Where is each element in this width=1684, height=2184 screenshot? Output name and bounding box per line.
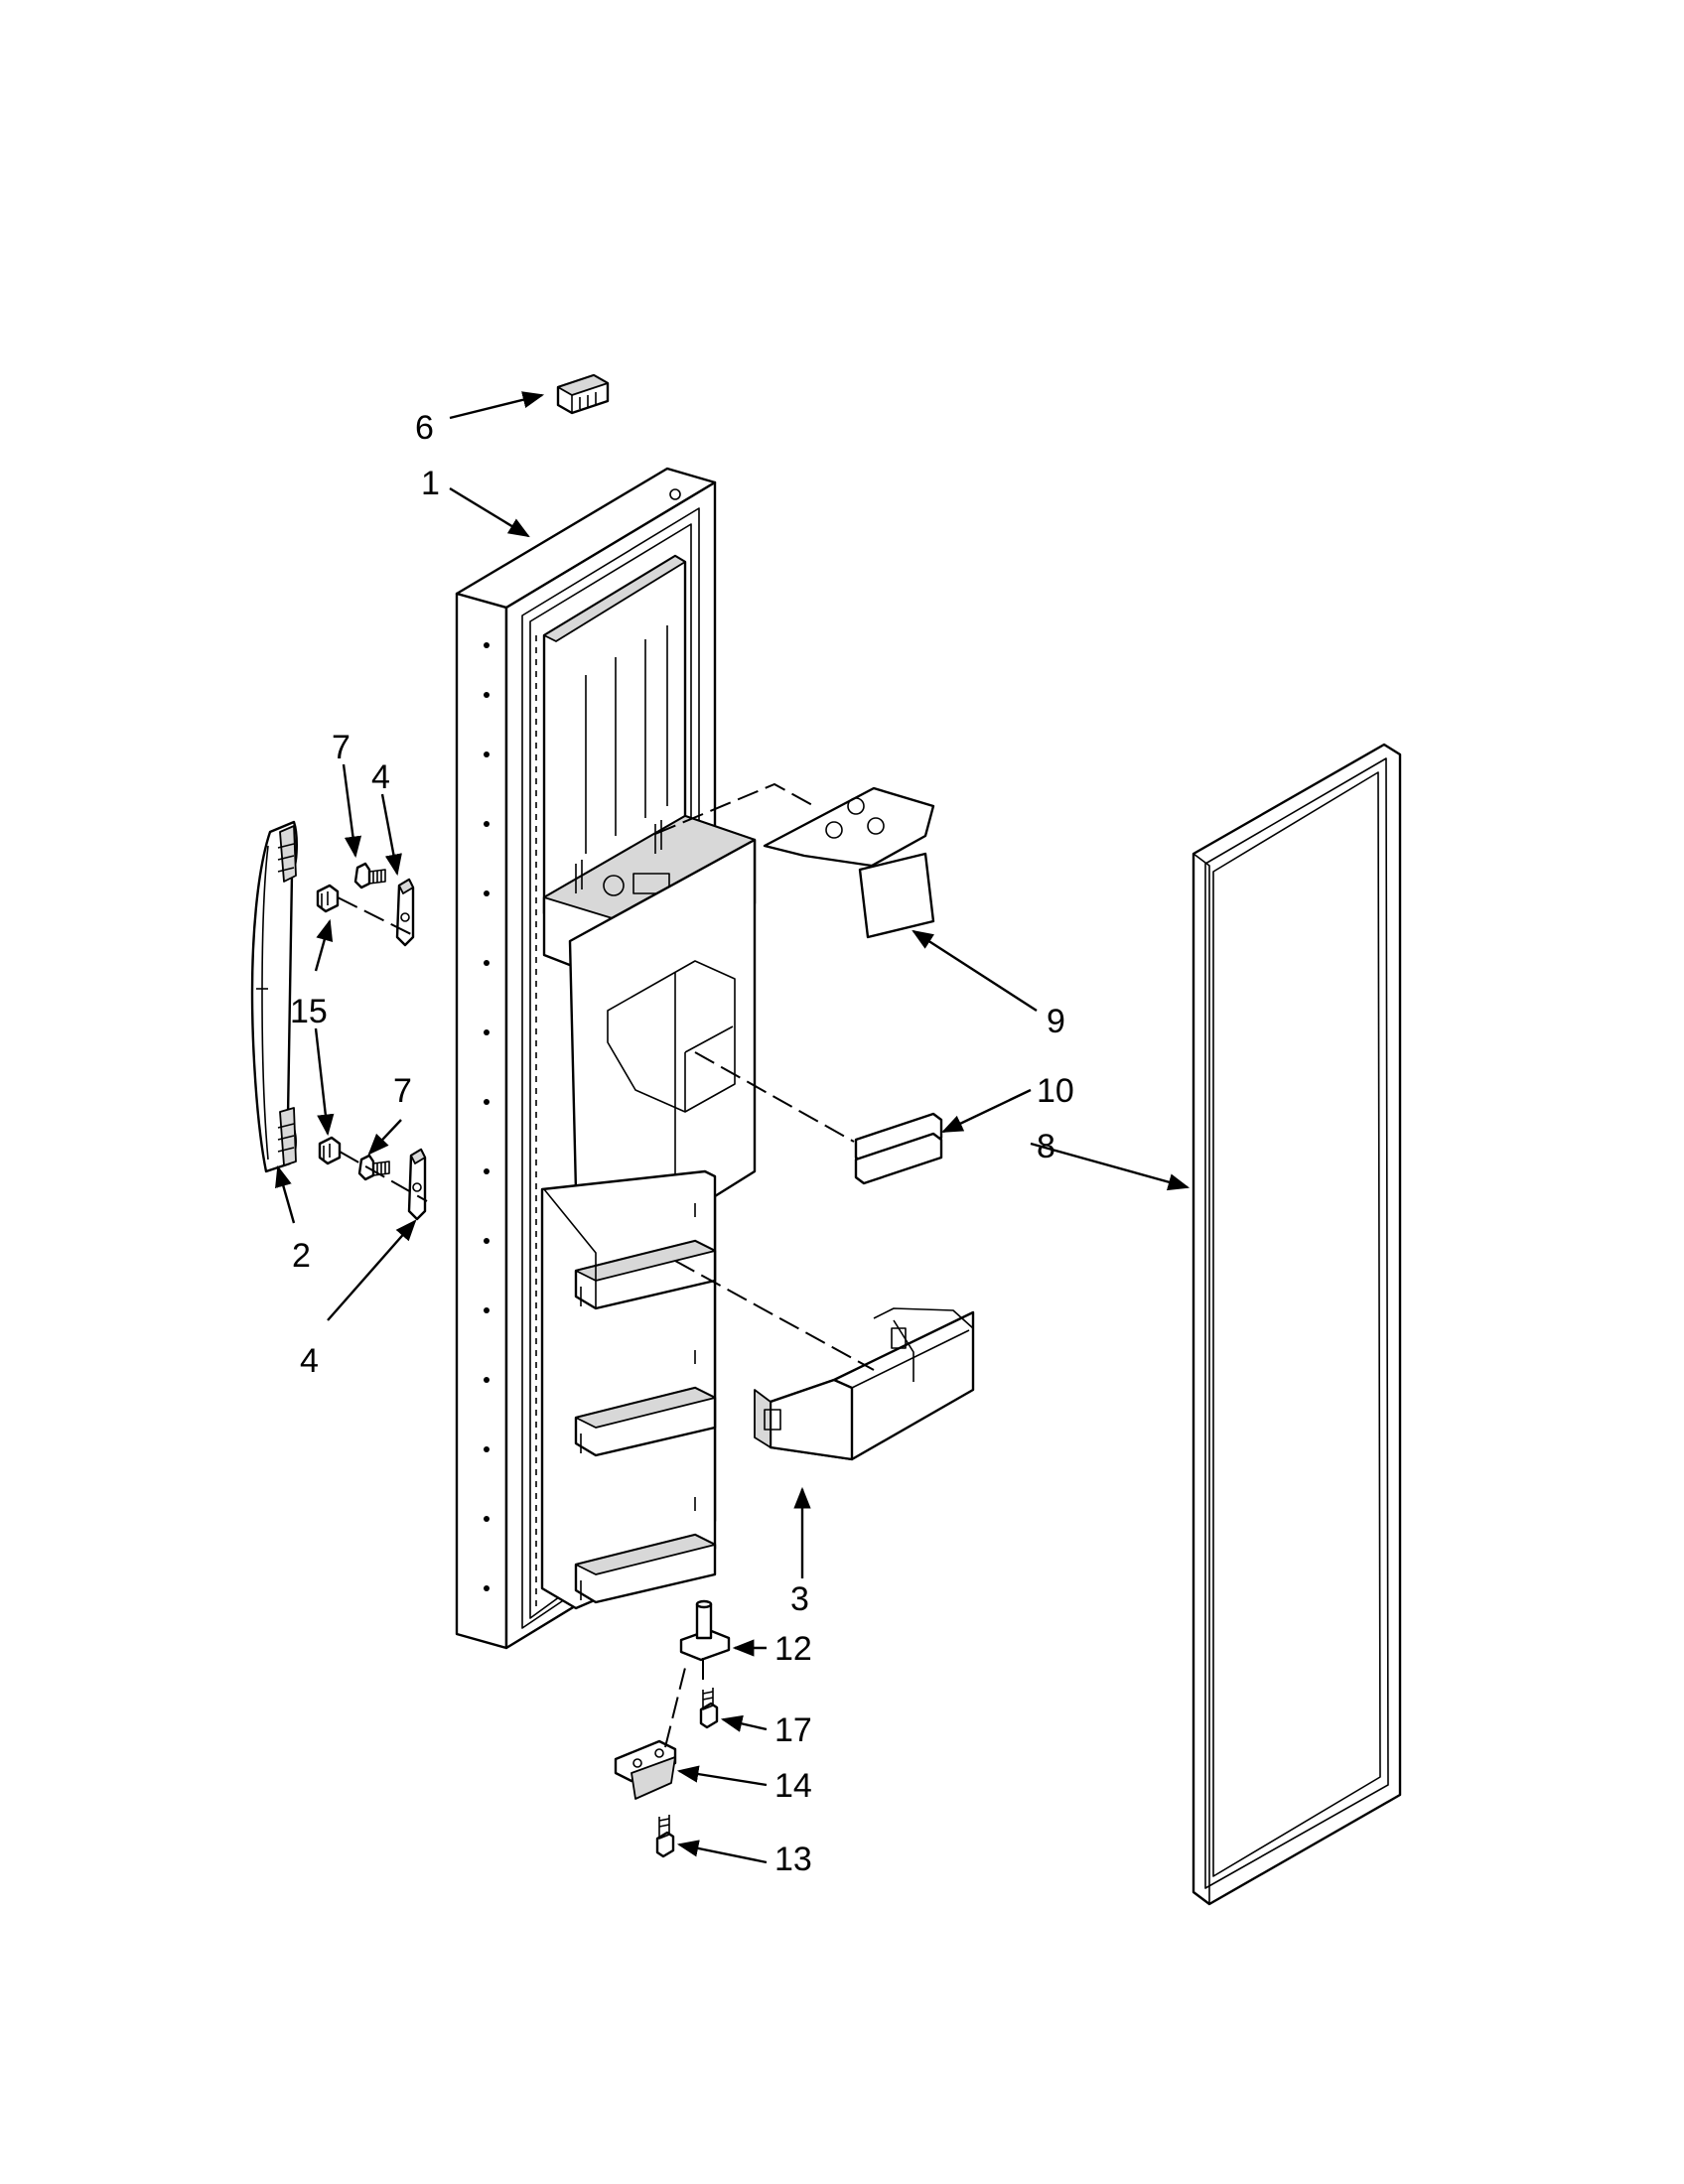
callout-4-top: 4 (371, 758, 390, 796)
callout-15: 15 (290, 993, 328, 1030)
door-shelves (540, 1169, 717, 1610)
leader-lines (275, 391, 1191, 1864)
part-4-bracket-bottom (407, 1148, 427, 1221)
callout-10: 10 (1037, 1072, 1074, 1110)
part-3-door-bin (754, 1307, 975, 1461)
part-7-screw-bottom (357, 1154, 390, 1181)
callout-4-bottom: 4 (300, 1342, 319, 1380)
part-6-connector (556, 373, 610, 415)
callout-7-top: 7 (332, 729, 351, 766)
door-edge-holes (484, 488, 681, 1591)
part-2-handle (250, 820, 298, 1173)
part-13-screw (655, 1815, 675, 1858)
callout-9: 9 (1047, 1003, 1065, 1040)
callout-7-bottom: 7 (393, 1072, 412, 1110)
callout-6: 6 (415, 409, 434, 447)
callout-8: 8 (1037, 1128, 1055, 1165)
part-17-screw (699, 1688, 719, 1729)
part-14-hinge-plate (614, 1739, 677, 1800)
callout-3: 3 (790, 1580, 809, 1618)
dispenser-upper-chute (542, 554, 757, 1223)
callout-14: 14 (774, 1767, 812, 1805)
assembly-dashed-lines (337, 782, 875, 1748)
part-9-cover (763, 786, 935, 939)
part-15-spacer-top (316, 884, 340, 913)
part-12-hinge-pin (679, 1599, 731, 1662)
callout-2: 2 (292, 1237, 311, 1275)
callout-13: 13 (774, 1841, 812, 1878)
callout-17: 17 (774, 1711, 812, 1749)
part-8-gasket (1192, 743, 1402, 1906)
part-15-spacer-bottom (318, 1136, 342, 1165)
part-4-bracket-top (395, 878, 415, 947)
callout-labels: 6 1 7 4 15 7 2 4 9 10 8 3 12 17 14 13 (290, 409, 1074, 1878)
part-7-screw-top (353, 862, 386, 889)
callout-1: 1 (421, 465, 440, 502)
part-10-slide (854, 1112, 943, 1185)
callout-12: 12 (774, 1630, 812, 1668)
